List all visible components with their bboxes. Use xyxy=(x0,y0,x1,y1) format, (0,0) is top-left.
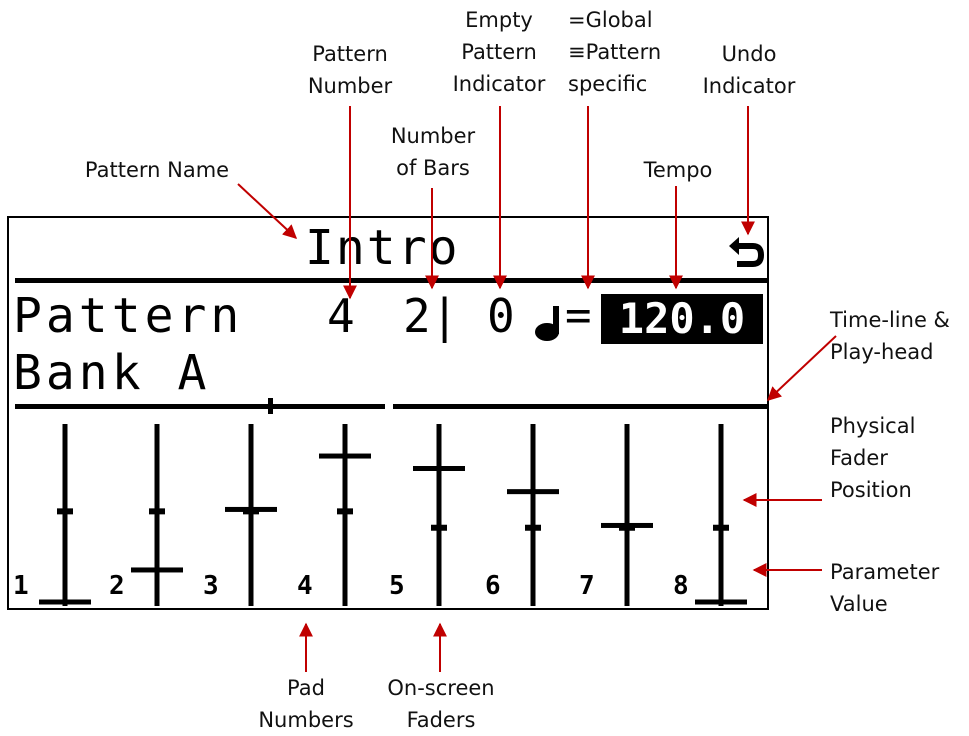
playhead xyxy=(268,398,273,414)
parameter-value-marker xyxy=(131,567,183,573)
bank-label: Bank A xyxy=(13,345,211,401)
pad-number: 5 xyxy=(389,571,405,601)
pad-number: 2 xyxy=(109,571,125,601)
fader-track xyxy=(62,424,68,606)
label-pattern-number: Pattern Number xyxy=(307,42,393,98)
label-onscreen-faders: On-screen Faders xyxy=(387,676,495,732)
label-number-of-bars: Number of Bars xyxy=(390,124,476,180)
label-tempo: Tempo xyxy=(643,158,713,182)
undo-icon xyxy=(727,234,767,274)
parameter-value-marker xyxy=(413,466,465,471)
parameter-value-marker xyxy=(39,599,91,605)
pad-number: 4 xyxy=(297,571,313,601)
physical-fader-marker xyxy=(337,508,353,515)
parameter-value-marker xyxy=(319,453,371,459)
tempo-sign: = xyxy=(565,290,592,341)
fader-track xyxy=(342,424,348,606)
label-pad-numbers: Pad Numbers xyxy=(258,676,354,732)
timeline-left xyxy=(15,404,385,409)
physical-fader-marker xyxy=(149,508,165,515)
label-physical-fader-position: Physical Fader Position xyxy=(830,414,916,502)
tempo-value[interactable]: 120.0 xyxy=(601,294,763,344)
title-divider xyxy=(15,278,767,283)
note-icon xyxy=(531,304,565,344)
physical-fader-marker xyxy=(713,524,729,531)
oled-screen: Intro Pattern 4 2| 0 = 120.0 Bank A 1 2 … xyxy=(7,216,769,610)
pad-number: 6 xyxy=(485,571,501,601)
label-parameter-value: Parameter Value xyxy=(830,560,940,616)
pad-number: 7 xyxy=(579,571,595,601)
fader-track xyxy=(624,424,630,606)
fader-area xyxy=(39,424,747,606)
label-undo-indicator: Undo Indicator xyxy=(702,42,796,98)
label-empty-pattern-indicator: Empty Pattern Indicator xyxy=(452,8,546,96)
parameter-value-marker xyxy=(507,489,559,495)
bars-count: 2| xyxy=(403,289,459,343)
fader-track xyxy=(530,424,536,606)
pad-number: 3 xyxy=(203,571,219,601)
fader-track xyxy=(436,424,442,606)
fader-track xyxy=(718,424,724,606)
parameter-value-marker xyxy=(601,522,653,528)
physical-fader-marker xyxy=(57,508,73,515)
physical-fader-marker xyxy=(525,524,541,531)
arrow-timeline-playhead xyxy=(766,335,837,401)
label-pattern-name: Pattern Name xyxy=(84,158,230,182)
label-timeline-playhead: Time-line & Play-head xyxy=(830,308,950,364)
label-tempo-mode: =Global ≡Pattern specific xyxy=(568,8,662,96)
arrow-pattern-name xyxy=(237,183,298,239)
empty-pattern-indicator: 0 xyxy=(487,289,515,343)
parameter-value-marker xyxy=(225,506,277,512)
timeline-right xyxy=(393,404,767,409)
fader-track xyxy=(248,424,254,606)
parameter-value-marker xyxy=(695,599,747,605)
fader-track xyxy=(154,424,160,606)
pattern-label: Pattern xyxy=(13,288,244,344)
physical-fader-marker xyxy=(431,524,447,531)
pad-number: 1 xyxy=(13,571,29,601)
pad-number: 8 xyxy=(673,571,689,601)
